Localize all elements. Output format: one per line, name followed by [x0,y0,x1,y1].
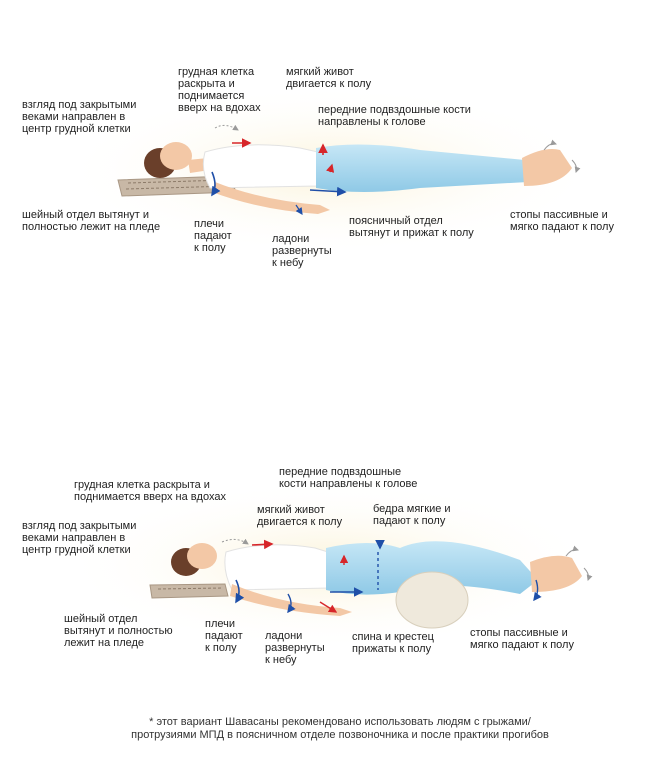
pose2-label-chest: грудная клетка раскрыта и поднимается вв… [74,479,226,503]
pose1-label-shoulders: плечи падают к полу [194,218,232,254]
pose2-arm [230,584,352,616]
pose2-bolster [395,571,469,629]
pose2-label-hips: передние подвздошные кости направлены к … [279,466,418,490]
pose2-top [224,544,331,591]
pose1-label-lumbar: поясничный отдел вытянут и прижат к полу [349,215,474,239]
pose2-blanket [149,583,229,599]
pose1-label-palms: ладони развернуты к небу [272,233,332,269]
pose2-label-belly: мягкий живот двигается к полу [257,504,343,528]
footnote: * этот вариант Шавасаны рекомендовано ис… [131,716,549,741]
pose2-label-shoulders: плечи падают к полу [205,618,243,654]
pose1-leggings [316,144,528,192]
pose2-label-feet: стопы пассивные и мягко падают к полу [470,627,574,651]
pose1-label-neck: шейный отдел вытянут и полностью лежит н… [22,209,161,233]
pose1-label-chest: грудная клетка раскрыта и поднимается вв… [178,66,261,114]
pose2-label-back: спина и крестец прижаты к полу [352,631,434,655]
pose1-label-feet: стопы пассивные и мягко падают к полу [510,209,614,233]
pose2-label-gaze: взгляд под закрытыми веками направлен в … [22,520,137,556]
pose2-figure [60,480,600,650]
pose1-label-hips: передние подвздошные кости направлены к … [318,104,471,128]
pose2-head [187,543,217,569]
pose1-label-belly: мягкий живот двигается к полу [286,66,372,90]
pose1-feet [522,149,572,186]
pose2-label-thighs: бедра мягкие и падают к полу [373,503,451,527]
pose1-label-gaze: взгляд под закрытыми веками направлен в … [22,99,137,135]
pose2-leggings [326,541,538,595]
pose1-top [202,144,319,189]
pose1-figure [60,85,600,255]
pose1-arm [212,182,330,214]
pose2-label-neck: шейный отдел вытянут и полностью лежит н… [64,613,173,649]
pose1-head [160,142,192,170]
pose2-feet [530,555,582,592]
pose2-label-palms: ладони развернуты к небу [265,630,325,666]
